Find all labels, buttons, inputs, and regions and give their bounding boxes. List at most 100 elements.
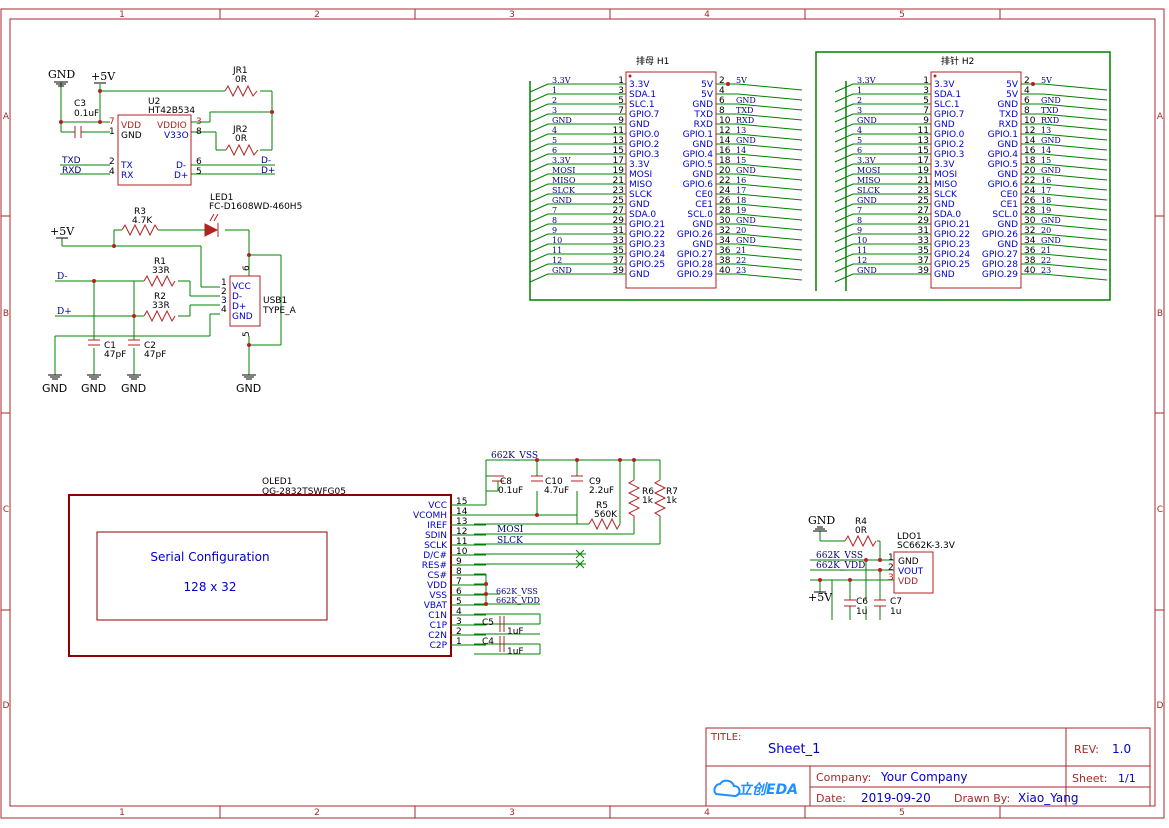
usb1-value: TYPE_A: [262, 306, 297, 316]
h2-pin-num-right: 32: [1024, 226, 1035, 236]
logo-text: 立创EDA: [738, 781, 798, 798]
h1-title: 排母 H1: [636, 55, 669, 67]
h2-pin-num-right: 6: [1024, 96, 1030, 106]
h2-pin-name-left: MOSI: [934, 170, 957, 180]
usb-pin3-num: 3: [221, 296, 227, 306]
u2-pin5-name: D+: [174, 171, 188, 181]
oled1-body: [68, 494, 452, 657]
h2-pin-num-right: 30: [1024, 216, 1036, 226]
h1-wire-bus: [737, 113, 803, 121]
h2-pin-name-right: RXD: [999, 120, 1018, 130]
h2-pin-name-left: GPIO.3: [934, 150, 964, 160]
u2-pin2-name: TX: [120, 161, 133, 171]
h1-pin-name-left: 3.3V: [629, 160, 650, 170]
h2-wire-bus: [834, 263, 854, 273]
h2-wire-bus: [834, 273, 854, 283]
h2-net-left: 8: [857, 216, 862, 225]
h2-net-left: GND: [857, 196, 877, 205]
h2-pin-name-right: GPIO.1: [988, 130, 1018, 140]
resistor-jr1-icon: [224, 84, 258, 98]
h1-pin-num-left: 37: [613, 256, 624, 266]
h2-net-left: 11: [857, 246, 867, 255]
usb1-body: [229, 275, 261, 327]
h2-wire-bus: [1042, 193, 1108, 201]
h1-net-right: GND: [736, 166, 756, 175]
vcc-label-u2: +5V: [91, 70, 116, 83]
h2-pin-num-left: 1: [923, 76, 929, 86]
h2-wire-bus: [834, 253, 854, 263]
h1-wire-bus: [737, 153, 803, 161]
row-label-left-c: C: [3, 505, 9, 515]
gnd-symbol-icon: [54, 81, 68, 87]
h2-pin-num-right: 26: [1024, 196, 1036, 206]
capacitor-c6-icon: [844, 599, 856, 607]
h1-pin-num-right: 10: [719, 116, 731, 126]
h1-pin-num-right: 40: [719, 266, 731, 276]
h2-pin-num-left: 13: [918, 136, 929, 146]
h1-wire-bus: [737, 263, 803, 271]
h2-pin-name-right: GPIO.28: [982, 260, 1018, 270]
h1-pin-name-left: SDA.1: [629, 90, 656, 100]
h1-wire-bus: [737, 123, 803, 131]
h1-net-right: 14: [736, 146, 746, 155]
c6-value: 1u: [856, 607, 867, 617]
h1-pin-name-right: RXD: [694, 120, 713, 130]
resistor-r6-icon: [627, 479, 641, 520]
drawn-by-value: Xiao_Yang: [1018, 791, 1079, 805]
oled-pin-num: 2: [456, 627, 462, 637]
h2-pin-name-left: SLCK: [934, 190, 958, 200]
h1-pin-name-left: GPIO.23: [629, 240, 665, 250]
h2-net-right: GND: [1041, 216, 1061, 225]
h1-pin-num-left: 9: [618, 116, 624, 126]
h2-pin-num-left: 29: [918, 216, 930, 226]
h2-pin-num-left: 9: [923, 116, 929, 126]
h2-wire-bus: [834, 233, 854, 243]
h1-pin-num-left: 1: [618, 76, 624, 86]
net-rxd: RXD: [62, 166, 81, 176]
h1-pin-num-right: 32: [719, 226, 730, 236]
capacitor-c4-icon: [499, 636, 505, 652]
oled-pin-num: 7: [456, 577, 462, 587]
h2-net-left: 5: [857, 136, 862, 145]
h1-pin-num-left: 3: [618, 86, 624, 96]
h2-pin-num-left: 11: [918, 126, 929, 136]
capacitor-c3-icon: [74, 126, 82, 138]
h1-net-left: MOSI: [552, 166, 575, 175]
r5-value: 560K: [594, 510, 618, 520]
col-label-top-4: 4: [704, 10, 710, 20]
col-label-bottom-2: 2: [314, 808, 320, 818]
u2-pin7-name: VDD: [121, 121, 141, 131]
h2-wire-bus: [1042, 83, 1108, 91]
h2-wire-bus: [834, 183, 854, 193]
h2-pin-num-left: 3: [923, 86, 929, 96]
h2-pin-num-right: 10: [1024, 116, 1036, 126]
resistor-jr2-icon: [225, 143, 259, 157]
row-label-right-a: A: [1157, 112, 1164, 122]
h1-pin-num-right: 12: [719, 126, 730, 136]
h1-net-right: GND: [736, 96, 756, 105]
h2-net-left: 3: [857, 106, 862, 115]
h2-net-right: 18: [1041, 196, 1051, 205]
h1-pin-num-right: 28: [719, 206, 731, 216]
h1-net-right: RXD: [736, 116, 754, 125]
h1-pin-num-left: 15: [613, 146, 624, 156]
h1-pin-num-right: 20: [719, 166, 731, 176]
oled-pin-name: VCOMH: [413, 511, 447, 521]
h2-net-right: 21: [1041, 246, 1051, 255]
h2-net-left: 7: [857, 206, 862, 215]
jr1-ref: JR1: [232, 66, 248, 76]
net-662k-vss-oled: 662K_VSS: [496, 587, 538, 596]
h1-wire-bus: [529, 133, 549, 143]
h2-net-left: 12: [857, 256, 867, 265]
h2-wire-bus: [834, 163, 854, 173]
h1-pin-num-right: 24: [719, 186, 731, 196]
h2-net-left: 10: [857, 236, 867, 245]
c8-ref: C8: [500, 477, 512, 487]
h2-pin-name-left: GPIO.2: [934, 140, 964, 150]
gnd-label-3: GND: [121, 382, 146, 395]
h1-net-left: 4: [552, 126, 557, 135]
h2-net-right: GND: [1041, 136, 1061, 145]
oled-pin-name: CS#: [427, 571, 447, 581]
h2-wire-bus: [834, 143, 854, 153]
oled-pin-num: 6: [456, 587, 462, 597]
